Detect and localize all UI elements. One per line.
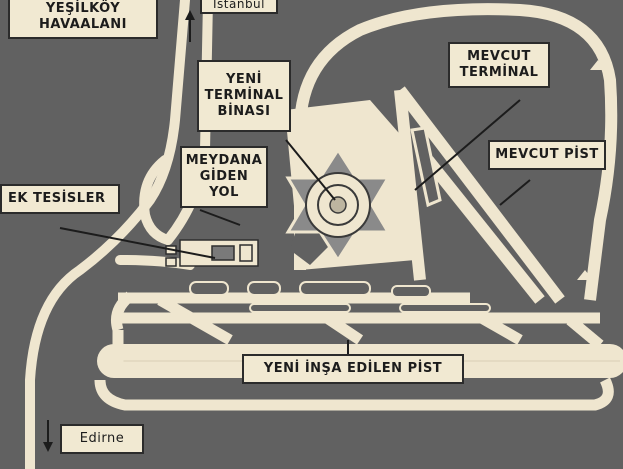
label-yeni-insa-edilen-pist: YENİ İNŞA EDİLEN PİST	[242, 354, 464, 384]
label-istanbul-text: İstanbul	[212, 0, 265, 11]
label-meydana-line1: MEYDANA	[185, 153, 263, 168]
label-yeni-insa-text: YENİ İNŞA EDİLEN PİST	[263, 361, 443, 376]
existing-terminal-shape	[410, 126, 442, 208]
label-edirne-text: Edirne	[79, 431, 125, 446]
label-mevcut-terminal-line1: MEVCUT	[467, 49, 531, 64]
taxiway-system	[94, 291, 614, 411]
label-edirne: Edirne	[60, 424, 144, 454]
label-mevcut-pist-text: MEVCUT PİST	[495, 147, 599, 162]
label-yeni-terminal-line3: BİNASI	[217, 104, 271, 119]
label-yeni-terminal-binasi: YENİ TERMİNAL BİNASI	[197, 60, 291, 132]
label-yeni-terminal-line2: TERMİNAL	[204, 88, 284, 103]
support-facilities	[165, 239, 259, 267]
label-ek-tesisler-text: EK TESİSLER	[8, 191, 106, 206]
arrow-down-icon	[43, 442, 53, 452]
label-mevcut-terminal-line2: TERMİNAL	[459, 65, 539, 80]
label-yesilkoy-line1: YEŞİLKÖY	[45, 0, 121, 16]
label-meydana-giden-yol: MEYDANA GİDEN YOL	[180, 146, 268, 208]
label-mevcut-pist: MEVCUT PİST	[488, 140, 606, 170]
label-yeni-terminal-line1: YENİ	[225, 72, 262, 87]
label-mevcut-terminal: MEVCUT TERMİNAL	[448, 42, 550, 88]
label-meydana-line2: GİDEN	[199, 169, 249, 184]
direction-arrows	[43, 10, 195, 452]
label-meydana-line3: YOL	[209, 185, 239, 200]
label-ek-tesisler: EK TESİSLER	[0, 184, 120, 214]
arrow-up-icon	[185, 10, 195, 20]
label-istanbul: İstanbul	[200, 0, 278, 14]
taxiway-islands	[189, 281, 491, 313]
new-terminal-building-shape	[285, 147, 391, 263]
label-yesilkoy-havaalani: YEŞİLKÖY HAVAALANI	[8, 0, 158, 39]
label-yesilkoy-line2: HAVAALANI	[39, 16, 127, 32]
